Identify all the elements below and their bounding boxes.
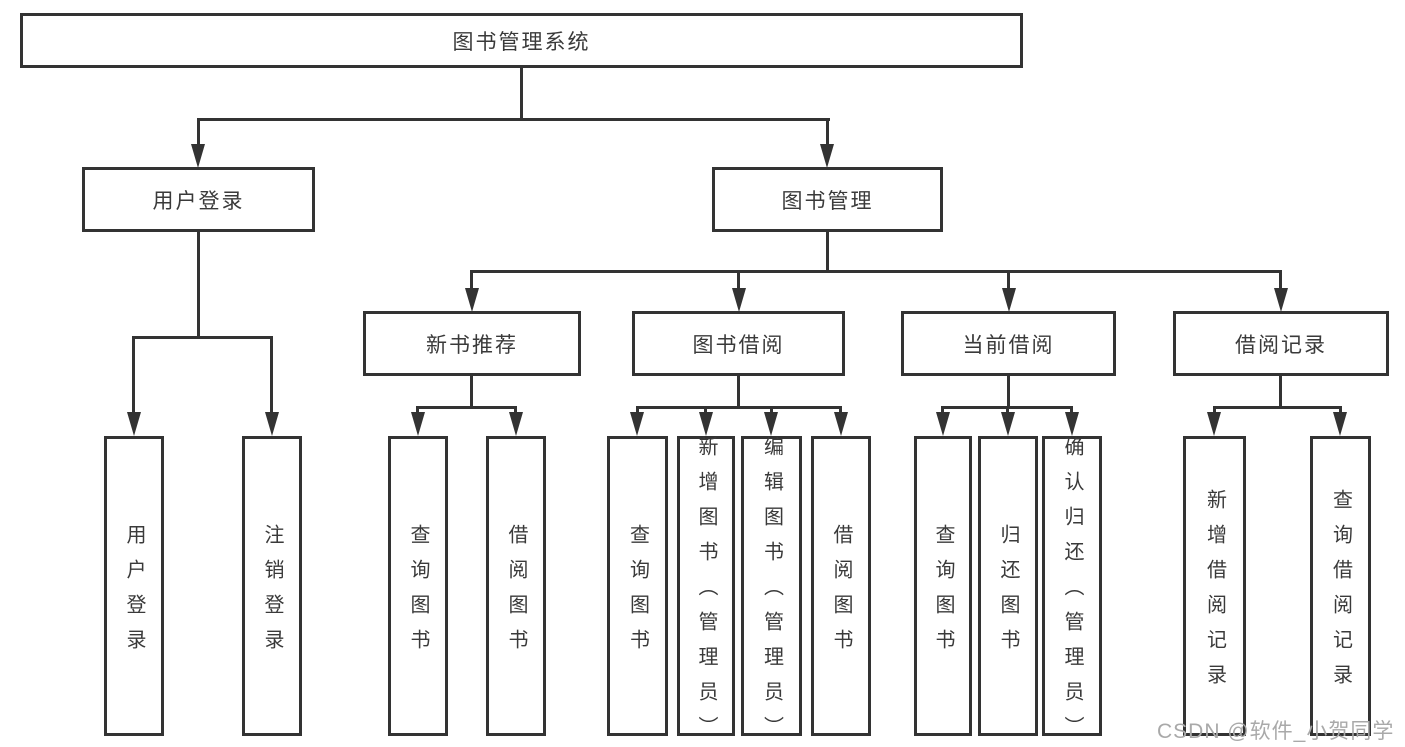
connector-stem-g2-confirm [1070,409,1073,414]
connector-current-borrow-stem [1007,376,1010,406]
connector-stem-book-mgmt [826,121,829,146]
node-borrow-records-label: 借阅记录 [1235,333,1327,357]
leaf-query-borrow-record: 查询借阅记录 [1310,436,1371,736]
node-current-borrow: 当前借阅 [901,311,1116,376]
node-user-login: 用户登录 [82,167,315,232]
connector-stem-current-borrow [1007,273,1010,288]
arrowhead-leaf-logout [265,412,279,436]
arrowhead-new-book-rec [465,288,479,312]
leaf-confirm-return-admin-label: 确认归还（管理员） [1061,436,1083,747]
connector-stem-g1-add [704,409,707,414]
leaf-add-book-admin: 新增图书（管理员） [677,436,735,747]
connector-borrow-records-hline [1213,406,1342,409]
leaf-edit-book-admin-label: 编辑图书（管理员） [760,436,783,747]
csdn-watermark: CSDN @软件_小贺同学 [1157,720,1395,743]
leaf-add-borrow-record-label: 新增借阅记录 [1203,488,1226,699]
leaf-confirm-return-admin: 确认归还（管理员） [1042,436,1102,747]
arrowhead-g0-query [411,412,425,436]
node-current-borrow-label: 当前借阅 [962,333,1055,357]
connector-stem-leaf-logout [270,339,273,414]
arrowhead-current-borrow [1002,288,1016,312]
node-book-borrow: 图书借阅 [632,311,845,376]
connector-stem-new-book-rec [470,273,473,288]
node-book-mgmt-label: 图书管理 [781,189,874,213]
arrowhead-g2-return [1001,412,1015,436]
connector-stem-borrow-records [1279,273,1282,288]
leaf-query-book-newrec: 查询图书 [388,436,448,736]
arrowhead-g1-add [699,412,713,436]
node-new-book-rec: 新书推荐 [363,311,581,376]
connector-stem-g0-borrow [514,409,517,414]
connector-user-login-stem [197,232,200,336]
leaf-query-book-borrow: 查询图书 [607,436,668,736]
connector-current-borrow-hline [941,406,1073,409]
connector-stem-leaf-user-login [132,339,135,414]
node-user-login-label: 用户登录 [152,189,245,213]
connector-stem-g0-query [416,409,419,414]
leaf-query-book-borrow-label: 查询图书 [626,523,649,664]
arrowhead-g2-query [936,412,950,436]
connector-new-book-rec-hline [416,406,517,409]
leaf-query-book-newrec-label: 查询图书 [407,523,429,664]
connector-stem-book-borrow [737,273,740,288]
node-root: 图书管理系统 [20,13,1023,68]
connector-stem-g1-query [636,409,639,414]
arrowhead-g0-borrow [509,412,523,436]
leaf-return-book: 归还图书 [978,436,1038,736]
arrowhead-g1-edit [764,412,778,436]
arrowhead-borrow-records [1274,288,1288,312]
connector-book-borrow-hline [636,406,842,409]
leaf-query-borrow-record-label: 查询借阅记录 [1329,488,1352,699]
leaf-borrow-book-newrec: 借阅图书 [486,436,546,736]
arrowhead-leaf-user-login [127,412,141,436]
leaf-return-book-label: 归还图书 [997,523,1019,664]
node-root-label: 图书管理系统 [452,30,591,54]
leaf-logout-label: 注销登录 [261,523,283,664]
arrowhead-g3-add [1207,412,1221,436]
connector-new-book-rec-stem [470,376,473,406]
leaf-borrow-book-borrow: 借阅图书 [811,436,871,736]
leaf-user-login: 用户登录 [104,436,164,736]
connector-stem-g3-query [1339,409,1342,414]
node-book-borrow-label: 图书借阅 [692,333,785,357]
connector-book-borrow-stem [737,376,740,406]
connector-stem-user-login [197,121,200,146]
arrowhead-book-borrow [732,288,746,312]
connector-user-login-hline [132,336,273,339]
connector-stem-g2-query [941,409,944,414]
node-book-mgmt: 图书管理 [712,167,943,232]
leaf-user-login-label: 用户登录 [123,523,145,664]
leaf-borrow-book-borrow-label: 借阅图书 [830,523,852,664]
connector-stem-g2-return [1006,409,1009,414]
node-new-book-rec-label: 新书推荐 [426,333,518,357]
leaf-add-book-admin-label: 新增图书（管理员） [695,436,717,747]
arrowhead-user-login [191,144,205,168]
arrowhead-book-mgmt [820,144,834,168]
connector-book-mgmt-hline [470,270,1282,273]
arrowhead-g2-confirm [1065,412,1079,436]
arrowhead-g1-query [630,412,644,436]
connector-stem-g3-add [1213,409,1216,414]
connector-stem-g1-borrow [839,409,842,414]
arrowhead-g1-borrow [834,412,848,436]
leaf-edit-book-admin: 编辑图书（管理员） [741,436,802,747]
connector-borrow-records-stem [1279,376,1282,406]
leaf-add-borrow-record: 新增借阅记录 [1183,436,1246,736]
connector-stem-g1-edit [770,409,773,414]
leaf-borrow-book-newrec-label: 借阅图书 [505,523,527,664]
leaf-query-book-current-label: 查询图书 [932,523,954,664]
connector-book-mgmt-stem [826,232,829,270]
arrowhead-g3-query [1333,412,1347,436]
node-borrow-records: 借阅记录 [1173,311,1389,376]
leaf-logout: 注销登录 [242,436,302,736]
connector-root-stem [520,68,523,118]
connector-level1-hline [197,118,830,121]
leaf-query-book-current: 查询图书 [914,436,972,736]
